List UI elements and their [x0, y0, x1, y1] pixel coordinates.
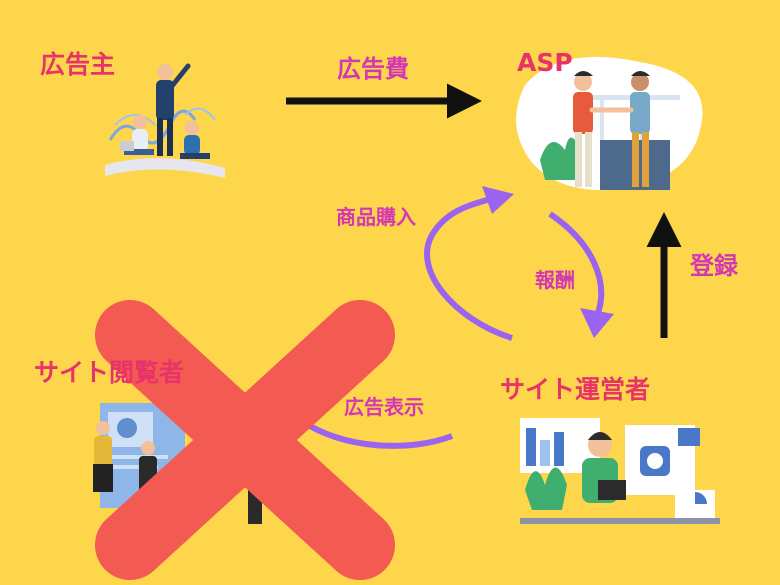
node-operator-label: サイト運営者: [500, 375, 651, 404]
web-operator-illustration: [520, 418, 720, 524]
edge-purchase-label: 商品購入: [336, 205, 416, 229]
handshake-illustration: [516, 56, 703, 191]
node-advertiser-label: 広告主: [40, 50, 116, 79]
business-team-illustration: [105, 63, 225, 178]
node-viewer-label: サイト閲覧者: [34, 358, 185, 387]
ad-display-arrow: [298, 417, 454, 449]
edge-ad-display-label: 広告表示: [344, 395, 424, 419]
edge-reward-label: 報酬: [535, 268, 575, 292]
edge-register-label: 登録: [690, 252, 738, 280]
reward-arrowhead: [580, 308, 614, 338]
purchase-arrow: [424, 195, 513, 341]
edge-ad-fee-label: 広告費: [337, 55, 409, 83]
cross-mark-icon: [95, 300, 395, 580]
node-asp-label: ASP: [517, 48, 573, 77]
reward-arrow: [548, 211, 605, 318]
purchase-arrowhead: [482, 186, 514, 214]
